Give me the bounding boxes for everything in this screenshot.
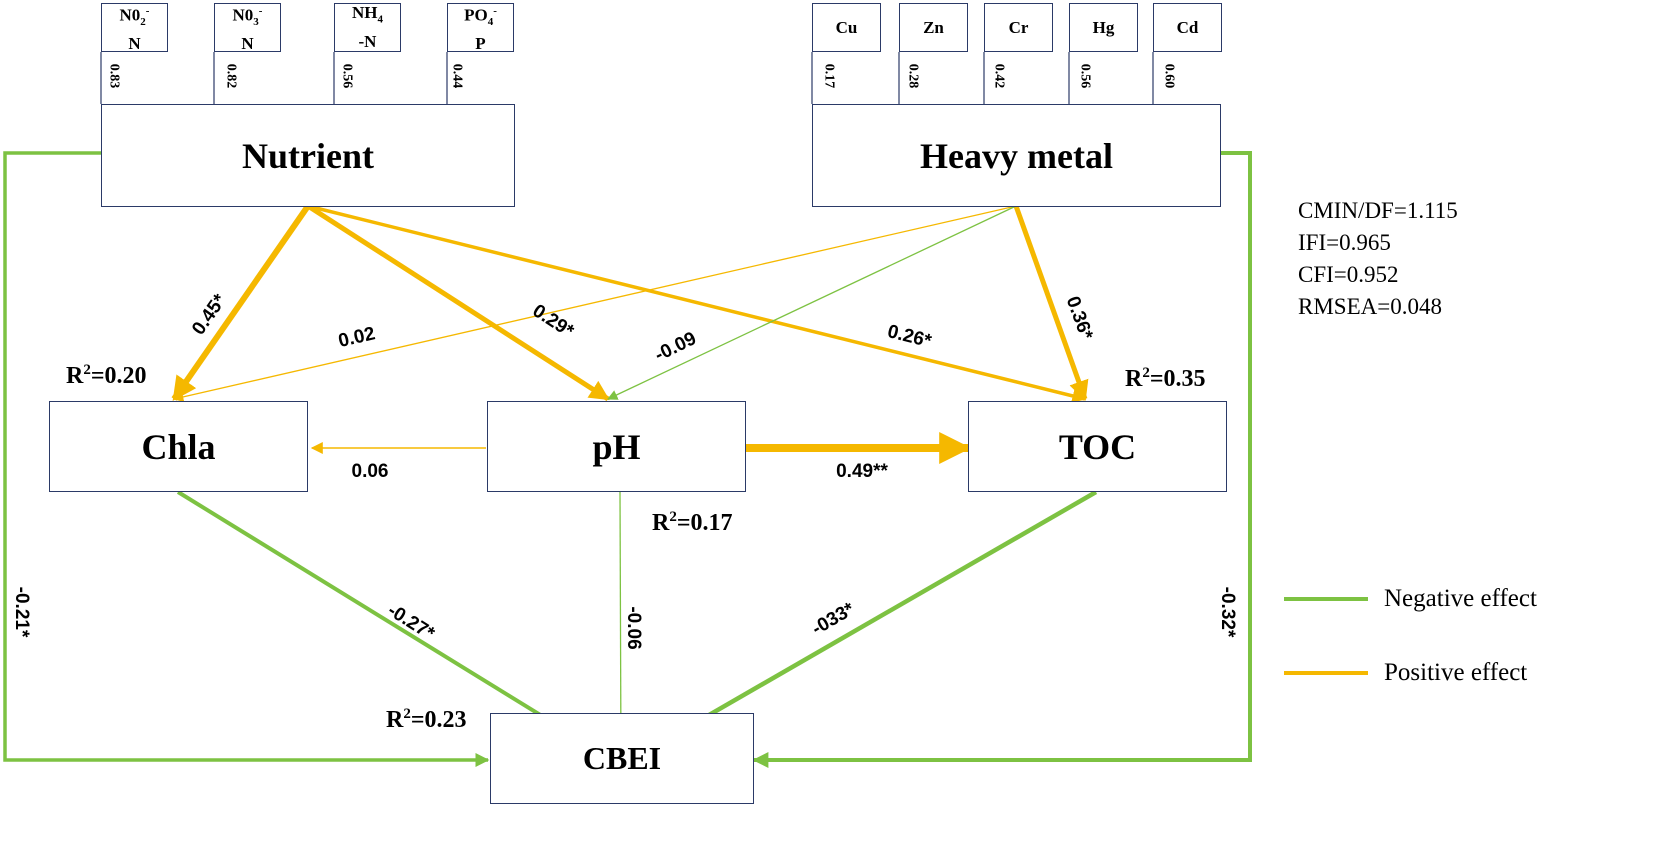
coef-heavymetal-ph: -0.09 bbox=[652, 328, 700, 366]
indicator-nh4-n: NH4-N bbox=[334, 3, 401, 52]
indicator-cr: Cr bbox=[984, 3, 1053, 52]
path-nutrient-chla bbox=[171, 204, 311, 401]
legend-negative-swatch bbox=[1284, 597, 1368, 601]
r2-toc: R2=0.35 bbox=[1125, 365, 1206, 392]
indicator-po4-p: PO4-P bbox=[447, 3, 514, 53]
node-chla: Chla bbox=[49, 401, 308, 492]
coef-ph-cbei: -0.06 bbox=[623, 606, 644, 649]
path-nutrient-ph bbox=[306, 203, 610, 402]
coef-nutrient-chla: 0.45* bbox=[188, 290, 231, 339]
coef-heavymetal-chla: 0.02 bbox=[336, 323, 377, 352]
path-heavymetal-chla bbox=[172, 205, 1017, 402]
legend-positive-label: Positive effect bbox=[1384, 659, 1528, 686]
indicator-no3-n: N03-N bbox=[214, 3, 281, 53]
indicator-no2-n: N02-N bbox=[101, 3, 168, 53]
path-nutrient-toc bbox=[307, 204, 1087, 403]
indicator-cd: Cd bbox=[1153, 3, 1222, 52]
legend-positive: Positive effect bbox=[1284, 659, 1527, 687]
indicator-hg: Hg bbox=[1069, 3, 1138, 52]
r2-ph: R2=0.17 bbox=[652, 509, 733, 536]
r2-chla: R2=0.20 bbox=[66, 362, 147, 389]
loading-nh4-n: 0.56 bbox=[339, 63, 355, 89]
loading-hg: 0.56 bbox=[1077, 63, 1093, 89]
coef-nutrient-toc: 0.26* bbox=[885, 321, 934, 352]
node-heavy-metal: Heavy metal bbox=[812, 104, 1221, 207]
fit-cfi: CFI=0.952 bbox=[1298, 262, 1399, 287]
path-heavymetal-cbei bbox=[752, 151, 1252, 768]
path-heavymetal-toc bbox=[1013, 205, 1089, 401]
loading-cu: 0.17 bbox=[821, 63, 837, 89]
coef-heavymetal-cbei: -0.32* bbox=[1217, 587, 1238, 638]
loading-no2-n: 0.83 bbox=[106, 63, 122, 89]
fit-cmin-df: CMIN/DF=1.115 bbox=[1298, 198, 1458, 223]
coef-nutrient-cbei: -0.21* bbox=[11, 587, 32, 638]
indicator-cu: Cu bbox=[812, 3, 881, 52]
fit-indices: CMIN/DF=1.115 IFI=0.965 CFI=0.952 RMSEA=… bbox=[1298, 195, 1458, 323]
legend-negative: Negative effect bbox=[1284, 585, 1537, 613]
path-nutrient-cbei bbox=[3, 151, 490, 767]
fit-rmsea: RMSEA=0.048 bbox=[1298, 294, 1442, 319]
coef-ph-toc: 0.49** bbox=[836, 461, 888, 482]
coef-ph-chla: 0.06 bbox=[352, 461, 389, 482]
path-heavymetal-ph bbox=[607, 205, 1017, 400]
legend-positive-swatch bbox=[1284, 671, 1368, 675]
coef-heavymetal-toc: 0.36* bbox=[1062, 294, 1097, 343]
indicator-zn: Zn bbox=[899, 3, 968, 52]
node-cbei: CBEI bbox=[490, 713, 754, 804]
node-nutrient: Nutrient bbox=[101, 104, 515, 207]
loading-cd: 0.60 bbox=[1161, 63, 1177, 89]
loading-zn: 0.28 bbox=[905, 63, 921, 89]
loading-no3-n: 0.82 bbox=[223, 63, 239, 89]
node-toc: TOC bbox=[968, 401, 1227, 492]
fit-ifi: IFI=0.965 bbox=[1298, 230, 1391, 255]
coef-nutrient-ph: 0.29* bbox=[529, 300, 578, 342]
legend-negative-label: Negative effect bbox=[1384, 585, 1537, 612]
indicator-connectors bbox=[100, 52, 1154, 104]
loading-cr: 0.42 bbox=[991, 63, 1007, 89]
loading-po4-p: 0.44 bbox=[449, 63, 465, 89]
r2-cbei: R2=0.23 bbox=[386, 706, 467, 733]
node-ph: pH bbox=[487, 401, 746, 492]
coef-chla-cbei: -0.27* bbox=[384, 600, 439, 645]
